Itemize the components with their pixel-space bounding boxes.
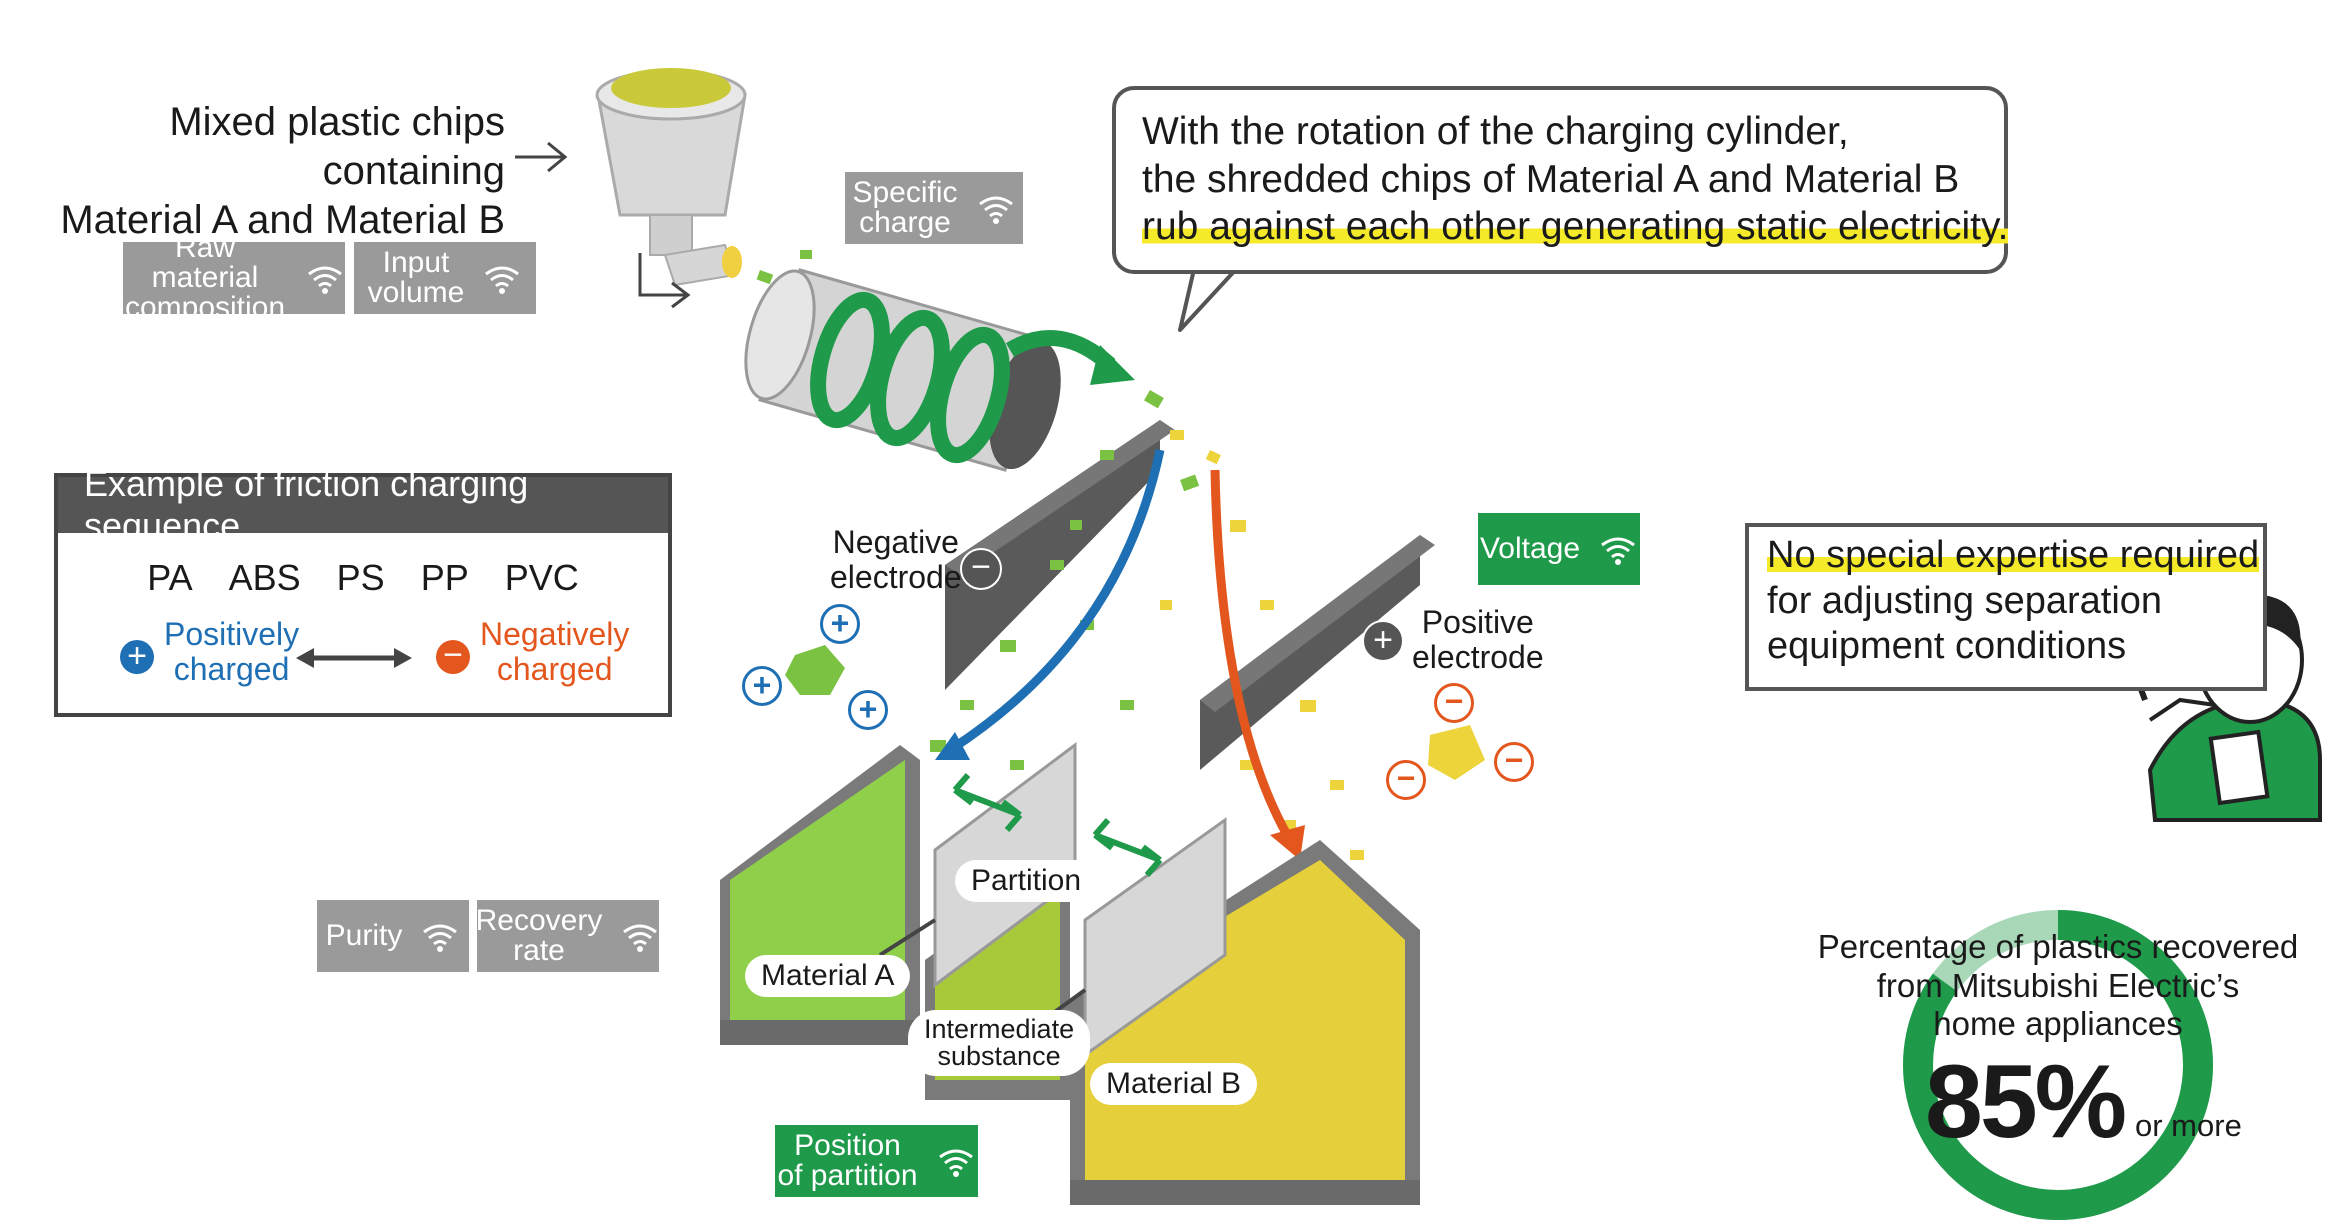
negative-electrode-label: Negative electrode <box>830 524 962 596</box>
partition-label: Partition <box>955 860 1098 902</box>
position-partition-tag: Position of partition <box>775 1125 978 1197</box>
plus-circle-icon: + <box>1362 620 1404 662</box>
recovery-rate-tag: Recovery rate <box>475 900 659 972</box>
voltage-tag: Voltage <box>1478 513 1640 585</box>
voltage-label: Voltage <box>1479 532 1581 565</box>
speech-line-2: the shredded chips of Material A and Mat… <box>1142 157 1960 201</box>
expertise-line-2: for adjusting separation <box>1767 579 2163 622</box>
input-caption: Mixed plastic chips containing Material … <box>60 100 505 242</box>
input-volume-label: Input volume <box>367 246 465 309</box>
specific-charge-tag: Specific charge <box>845 172 1023 244</box>
minus-circle-icon: − <box>960 548 1002 590</box>
material-ps: PS <box>336 557 385 598</box>
expertise-line-3: equipment conditions <box>1767 625 2127 668</box>
material-abs: ABS <box>228 557 301 598</box>
position-partition-label: Position of partition <box>777 1129 918 1192</box>
material-sequence: PA ABS PS PP PVC <box>58 557 668 599</box>
double-arrow-icon <box>296 648 412 668</box>
material-pa: PA <box>147 557 193 598</box>
wifi-icon <box>308 266 342 294</box>
negative-electrode-plate <box>945 420 1175 690</box>
purity-label: Purity <box>325 919 403 952</box>
speech-line-1: With the rotation of the charging cylind… <box>1142 110 1849 153</box>
plus-circle-icon: + <box>820 604 860 644</box>
expertise-line-1: No special expertise required <box>1767 534 2260 576</box>
wifi-icon <box>978 196 1013 224</box>
arrow-right-icon <box>638 253 691 309</box>
stat-caption: Percentage of plastics recovered from Mi… <box>1817 928 2299 1043</box>
stat-value: 85% <box>1925 1044 2127 1160</box>
material-pp: PP <box>420 557 469 598</box>
plus-circle-icon: + <box>848 690 888 730</box>
specific-charge-label: Specific charge <box>852 176 958 239</box>
material-pvc: PVC <box>504 557 579 598</box>
stat-suffix: or more <box>2135 1108 2242 1143</box>
speech-bubble: With the rotation of the charging cylind… <box>1112 86 2009 274</box>
input-volume-tag: Input volume <box>354 242 536 314</box>
speech-line-3: rub against each other generating static… <box>1142 205 2009 249</box>
arrow-right-icon <box>515 141 568 173</box>
double-arrow-icon <box>952 773 1023 832</box>
raw-material-label: Raw material composition <box>124 231 286 324</box>
positive-chip-illustration <box>785 645 845 695</box>
material-b-label: Material B <box>1090 1063 1258 1105</box>
positive-electrode-plate <box>1200 535 1435 770</box>
plus-circle-icon: + <box>120 639 154 674</box>
minus-circle-icon: − <box>1494 742 1534 782</box>
sequence-title: Example of friction charging sequence <box>58 463 668 546</box>
friction-sequence-box: Example of friction charging sequence PA… <box>54 463 672 717</box>
recovery-rate-label: Recovery rate <box>475 904 603 967</box>
wifi-icon <box>623 924 658 952</box>
minus-circle-icon: − <box>436 638 470 674</box>
hopper-illustration <box>595 68 747 287</box>
intermediate-label: Intermediate substance <box>908 1010 1091 1076</box>
purity-tag: Purity <box>317 900 469 972</box>
minus-circle-icon: − <box>1386 760 1426 800</box>
plus-circle-icon: + <box>742 666 782 706</box>
wifi-icon <box>938 1149 973 1177</box>
charging-cylinder-illustration <box>744 268 1135 472</box>
minus-circle-icon: − <box>1434 683 1474 723</box>
positive-label: Positively charged <box>164 616 300 688</box>
wifi-icon <box>423 924 458 952</box>
material-a-label: Material A <box>745 955 911 997</box>
wifi-icon <box>485 266 520 294</box>
wifi-icon <box>1601 537 1635 565</box>
double-arrow-icon <box>1092 818 1163 877</box>
expertise-box: No special expertise required for adjust… <box>1745 523 2267 691</box>
raw-material-tag: Raw material composition <box>123 233 345 323</box>
negative-chip-illustration <box>1428 725 1485 780</box>
negative-label: Negatively charged <box>480 616 630 688</box>
recovery-ratio-ring <box>1903 910 2213 1220</box>
positive-electrode-label: Positive electrode <box>1412 604 1544 676</box>
